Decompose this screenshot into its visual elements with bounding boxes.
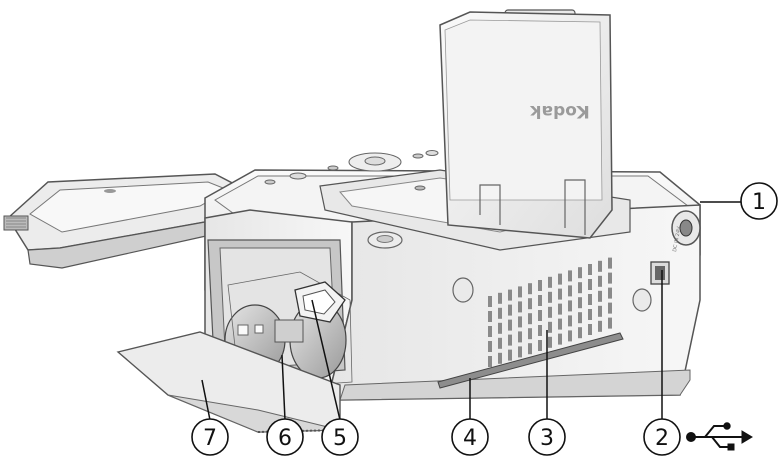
vent-slot [528,298,532,310]
vent-grille [488,257,612,367]
vent-slot [538,340,542,351]
vent-slot [518,286,522,298]
vent-slot [488,296,492,307]
vent-slot [598,320,602,332]
callout-6: 6 [266,418,304,456]
vent-slot [578,297,582,309]
vent-slot [608,257,612,269]
vent-slot [548,276,552,288]
paper-exit-slot [437,332,624,389]
callout-3: 3 [528,418,566,456]
vent-slot [538,295,542,306]
vent-slot [598,290,602,302]
power-icon [376,235,394,243]
vent-slot [608,317,612,329]
vent-slot [578,282,582,294]
vent-slot [548,306,552,318]
vent-slot [558,288,562,300]
callout-lines [201,201,743,421]
vent-slot [508,289,512,301]
vent-slot [538,325,542,336]
vent-slot [608,287,612,299]
vent-slot [588,324,592,335]
vent-slot [568,315,572,327]
vent-slot [588,309,592,320]
vent-slot [498,337,502,349]
vent-slot [518,316,522,328]
callout-7-label: 7 [203,426,217,451]
vent-slot [558,318,562,330]
vent-slot [488,356,492,367]
rear-ports: DC IN 24V [632,210,701,312]
callout-5-label: 5 [333,426,347,451]
vent-slot [568,285,572,297]
vent-slot [498,307,502,319]
vent-slot [518,331,522,343]
usb-icon [686,422,753,451]
vent-slot [578,312,582,324]
callout-6-label: 6 [278,426,292,451]
callout-3-label: 3 [540,426,554,451]
vent-slot [508,304,512,316]
callout-2-label: 2 [655,426,669,451]
vent-slot [518,301,522,313]
vent-slot [578,267,582,279]
flip-up-panel: Kodak [439,9,613,239]
vent-slot [548,321,552,333]
logo-text: Kodak [530,101,590,121]
callout-4: 4 [451,418,489,456]
vent-slot [538,280,542,291]
vent-slot [508,334,512,346]
vent-slot [498,322,502,334]
vent-slot [568,300,572,312]
vent-slot [558,273,562,285]
callouts: 1 2 3 4 5 6 7 [191,182,778,456]
vent-slot [498,352,502,364]
vent-slot [528,328,532,340]
vent-slot [528,283,532,295]
vent-slot [588,279,592,290]
callout-1: 1 [740,182,778,220]
vent-slot [528,313,532,325]
callout-4-label: 4 [463,426,477,451]
callout-7: 7 [191,418,229,456]
vent-slot [588,294,592,305]
vent-slot [598,305,602,317]
cartridge-compartment [207,239,353,391]
vent-slot [578,327,582,339]
vent-slot [488,326,492,337]
control-panel [264,150,439,249]
vent-slot [518,346,522,358]
vent-slot [608,272,612,284]
vent-slot [488,311,492,322]
vent-slot [588,264,592,275]
vent-slot [538,310,542,321]
callout-1-label: 1 [752,190,766,215]
port-marking: DC IN 24V [672,226,682,253]
vent-slot [568,330,572,342]
vent-slot [548,336,552,348]
vent-slot [508,349,512,361]
vent-slot [598,275,602,287]
vent-slot [508,319,512,331]
vent-slot [528,343,532,355]
cartridge-latch[interactable] [294,281,346,323]
paper-tray [3,173,239,269]
callout-5: 5 [321,418,359,456]
vent-slot [558,303,562,315]
vent-slot [598,260,602,272]
vent-slot [568,270,572,282]
vent-slot [498,292,502,304]
vent-slot [558,333,562,345]
vent-slot [608,302,612,314]
callout-2: 2 [643,418,681,456]
screw-hole [452,277,474,303]
vent-slot [488,341,492,352]
vent-slot [548,291,552,303]
